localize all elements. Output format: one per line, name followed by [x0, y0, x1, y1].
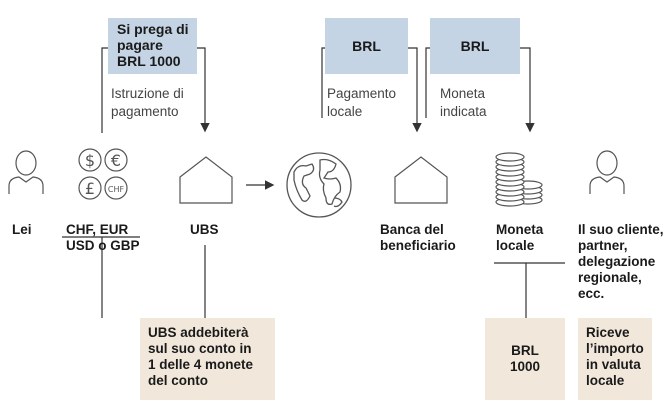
receive-box: Riceve l’importo in valuta locale — [578, 318, 652, 400]
brl-box-left: BRL — [325, 18, 408, 74]
client-label: Il suo cliente, partner, delegazione reg… — [578, 222, 664, 301]
chf-icon: CHF — [108, 185, 125, 194]
indicated-currency-label: Moneta indicata — [440, 86, 487, 119]
house-icon — [179, 156, 233, 204]
local-payment-arrow — [408, 47, 422, 133]
coin-stack-icon — [495, 152, 543, 207]
euro-icon: € — [111, 151, 121, 170]
person-icon — [8, 150, 44, 194]
person-icon — [589, 150, 625, 194]
currency-coins-icon: $ € £ CHF — [78, 148, 128, 200]
dollar-icon: $ — [85, 151, 95, 170]
instruction-bracket — [101, 47, 108, 133]
local-payment-bracket-left — [321, 47, 325, 118]
pound-icon: £ — [85, 179, 95, 198]
instruction-box: Si prega di pagare BRL 1000 — [108, 18, 197, 74]
globe-icon — [286, 152, 352, 218]
currencies-label: CHF, EUR USD o GBP — [66, 222, 140, 253]
ubs-debit-box: UBS addebiterà sul suo conto in 1 delle … — [140, 318, 275, 400]
indicated-currency-arrow — [520, 47, 535, 133]
instruction-arrow — [197, 47, 210, 133]
indicated-currency-bracket-left — [425, 47, 430, 118]
brl-box-right: BRL — [430, 18, 520, 74]
local-payment-label: Pagamento locale — [327, 86, 397, 119]
payment-instruction-label: Istruzione di pagamento — [111, 86, 184, 119]
lei-label: Lei — [12, 222, 32, 237]
house-icon — [394, 156, 448, 204]
local-currency-label: Moneta locale — [496, 222, 544, 253]
beneficiary-bank-label: Banca del beneficiario — [380, 222, 456, 253]
ubs-label: UBS — [190, 222, 219, 237]
brl-1000-box: BRL 1000 — [485, 318, 565, 400]
